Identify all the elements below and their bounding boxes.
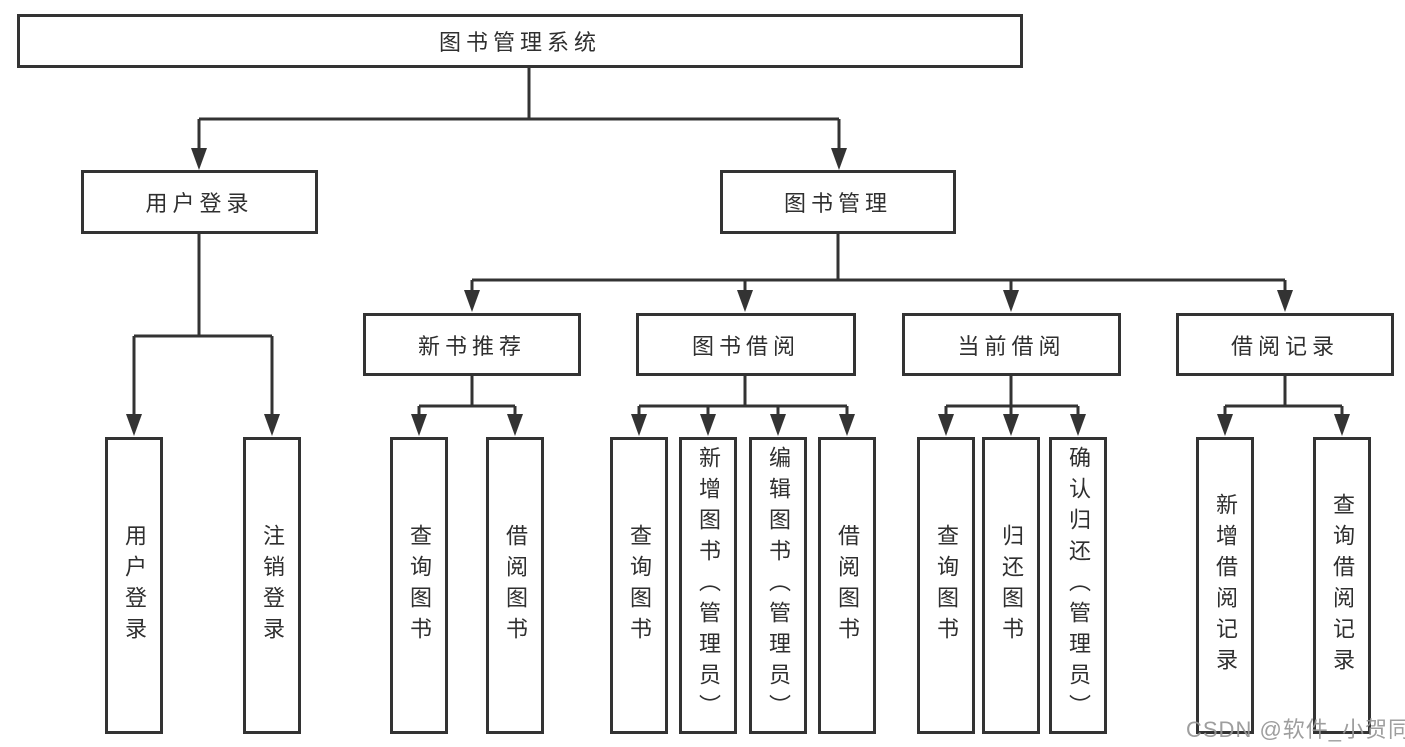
connector-current-borrow-children (944, 376, 1080, 420)
leaf-records-add-label: 新增借阅记录 (1213, 492, 1238, 679)
node-book-borrow: 图书借阅 (636, 313, 856, 376)
leaf-borrow-query-books: 查询图书 (610, 437, 668, 734)
leaf-new-book-borrow-label: 借阅图书 (503, 523, 528, 648)
node-user-login-branch-label: 用户登录 (145, 191, 254, 216)
leaf-current-confirm-return-admin-label: 确认归还（管理员） (1066, 446, 1091, 725)
leaf-new-book-query: 查询图书 (390, 437, 448, 734)
connector-new-book-children (417, 376, 517, 420)
leaf-borrow-borrow-books-label: 借阅图书 (835, 523, 860, 648)
leaf-records-add: 新增借阅记录 (1196, 437, 1254, 734)
leaf-borrow-add-books-admin: 新增图书（管理员） (679, 437, 737, 734)
leaf-borrow-add-books-admin-label: 新增图书（管理员） (696, 446, 721, 725)
connector-user-login-children (132, 234, 274, 418)
node-borrow-records: 借阅记录 (1176, 313, 1394, 376)
node-root: 图书管理系统 (17, 14, 1023, 68)
connector-root-to-branches (197, 68, 841, 152)
leaf-current-return-books: 归还图书 (982, 437, 1040, 734)
node-book-borrow-label: 图书借阅 (691, 333, 800, 359)
node-user-login-branch: 用户登录 (81, 170, 318, 234)
node-current-borrow-label: 当前借阅 (957, 333, 1066, 359)
leaf-new-book-borrow: 借阅图书 (486, 437, 544, 734)
leaf-logout-label: 注销登录 (260, 523, 285, 648)
connector-book-borrow-children (637, 376, 849, 420)
leaf-new-book-query-label: 查询图书 (407, 523, 432, 648)
node-current-borrow: 当前借阅 (902, 313, 1121, 376)
leaf-current-confirm-return-admin: 确认归还（管理员） (1049, 437, 1107, 734)
leaf-records-query-label: 查询借阅记录 (1330, 492, 1355, 679)
node-root-label: 图书管理系统 (438, 30, 601, 55)
node-new-book-recommend: 新书推荐 (363, 313, 581, 376)
node-borrow-records-label: 借阅记录 (1230, 333, 1339, 359)
connector-borrow-records-children (1223, 376, 1344, 420)
leaf-borrow-edit-books-admin-label: 编辑图书（管理员） (766, 446, 791, 725)
watermark: CSDN @软件_小贺同学 (1186, 717, 1405, 742)
leaf-records-query: 查询借阅记录 (1313, 437, 1371, 734)
node-book-management-label: 图书管理 (783, 191, 892, 216)
node-new-book-recommend-label: 新书推荐 (417, 333, 526, 359)
leaf-logout: 注销登录 (243, 437, 301, 734)
leaf-current-query-books: 查询图书 (917, 437, 975, 734)
connector-book-management-children (470, 234, 1287, 296)
node-book-management: 图书管理 (720, 170, 956, 234)
leaf-borrow-query-books-label: 查询图书 (627, 523, 652, 648)
leaf-user-login: 用户登录 (105, 437, 163, 734)
leaf-borrow-borrow-books: 借阅图书 (818, 437, 876, 734)
leaf-user-login-label: 用户登录 (122, 523, 147, 648)
arrowheads (126, 148, 1350, 436)
leaf-borrow-edit-books-admin: 编辑图书（管理员） (749, 437, 807, 734)
leaf-current-query-books-label: 查询图书 (934, 523, 959, 648)
leaf-current-return-books-label: 归还图书 (999, 523, 1024, 648)
